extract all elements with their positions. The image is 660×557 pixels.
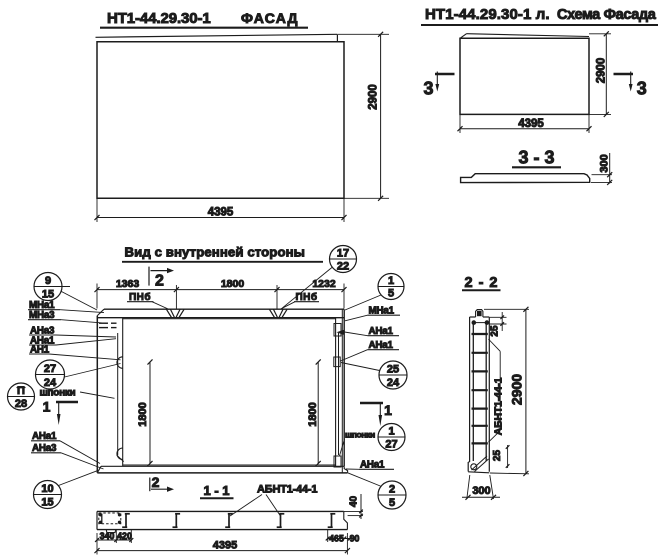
svg-text:3 - 3: 3 - 3 (518, 148, 554, 168)
svg-text:24: 24 (387, 377, 400, 389)
svg-text:28: 28 (15, 398, 27, 410)
svg-text:25: 25 (492, 450, 503, 462)
svg-text:1800: 1800 (221, 278, 245, 290)
svg-text:1800: 1800 (307, 402, 319, 426)
svg-text:ПНб: ПНб (129, 291, 151, 303)
svg-text:465: 465 (329, 534, 344, 544)
svg-text:10: 10 (41, 483, 53, 495)
svg-text:1: 1 (384, 402, 392, 418)
svg-text:1 - 1: 1 - 1 (203, 483, 229, 498)
svg-text:340: 340 (100, 531, 115, 541)
svg-text:2900: 2900 (368, 84, 380, 110)
svg-text:НТ1-44.29.30-1: НТ1-44.29.30-1 (107, 10, 211, 27)
svg-text:5: 5 (388, 287, 394, 299)
svg-text:24: 24 (44, 377, 57, 389)
svg-text:420: 420 (117, 531, 132, 541)
svg-text:МНа3: МНа3 (29, 310, 55, 321)
svg-text:3: 3 (423, 79, 433, 99)
svg-text:АНа1: АНа1 (369, 340, 394, 351)
svg-text:1: 1 (388, 426, 394, 438)
svg-text:АНа1: АНа1 (30, 336, 55, 347)
svg-text:ФАСАД: ФАСАД (241, 10, 299, 26)
svg-text:3: 3 (637, 79, 647, 99)
svg-text:шпонки: шпонки (40, 388, 76, 399)
svg-text:17: 17 (337, 248, 349, 260)
svg-text:15: 15 (42, 288, 54, 300)
svg-text:27: 27 (385, 438, 397, 450)
svg-text:АБНТ1-44-1: АБНТ1-44-1 (492, 377, 504, 435)
svg-text:9: 9 (45, 275, 51, 287)
svg-text:АБНТ1-44-1: АБНТ1-44-1 (257, 484, 317, 496)
svg-text:АНа3: АНа3 (32, 443, 57, 454)
svg-text:Вид с внутренней стороны: Вид с внутренней стороны (125, 245, 306, 260)
svg-text:шпонки: шпонки (345, 430, 375, 440)
svg-text:АНа1: АНа1 (369, 326, 394, 337)
svg-text:27: 27 (44, 363, 56, 375)
svg-text:1800: 1800 (137, 402, 149, 426)
svg-text:2900: 2900 (596, 58, 608, 84)
svg-text:П: П (17, 385, 25, 397)
svg-text:2900: 2900 (509, 374, 525, 405)
svg-text:МНа1: МНа1 (29, 300, 55, 311)
svg-text:4395: 4395 (213, 540, 237, 552)
svg-text:300: 300 (472, 485, 490, 497)
svg-text:2 - 2: 2 - 2 (464, 275, 498, 291)
svg-text:40: 40 (349, 496, 360, 508)
svg-text:15: 15 (41, 496, 53, 508)
svg-text:АНа1: АНа1 (360, 460, 385, 471)
svg-text:4395: 4395 (518, 118, 544, 130)
svg-text:МНа1: МНа1 (369, 306, 395, 317)
svg-text:2: 2 (155, 273, 164, 290)
svg-text:1232: 1232 (312, 278, 336, 290)
svg-text:Схема Фасада: Схема Фасада (557, 7, 657, 23)
svg-text:300: 300 (599, 154, 611, 172)
svg-text:АНа3: АНа3 (30, 326, 55, 337)
svg-text:1363: 1363 (116, 278, 140, 290)
svg-text:2: 2 (389, 484, 395, 496)
svg-text:25: 25 (387, 364, 399, 376)
svg-text:4395: 4395 (208, 207, 234, 219)
svg-text:АН1: АН1 (30, 345, 50, 356)
svg-text:5: 5 (389, 497, 395, 509)
svg-text:ПНб: ПНб (295, 291, 317, 303)
svg-text:22: 22 (337, 260, 349, 272)
svg-text:НТ1-44.29.30-1 л.: НТ1-44.29.30-1 л. (425, 6, 550, 23)
svg-text:25: 25 (490, 325, 501, 337)
svg-text:2: 2 (152, 474, 160, 490)
svg-text:1: 1 (388, 275, 394, 287)
svg-text:90: 90 (350, 534, 360, 544)
svg-text:1: 1 (43, 399, 51, 415)
svg-text:АНа1: АНа1 (32, 431, 57, 442)
